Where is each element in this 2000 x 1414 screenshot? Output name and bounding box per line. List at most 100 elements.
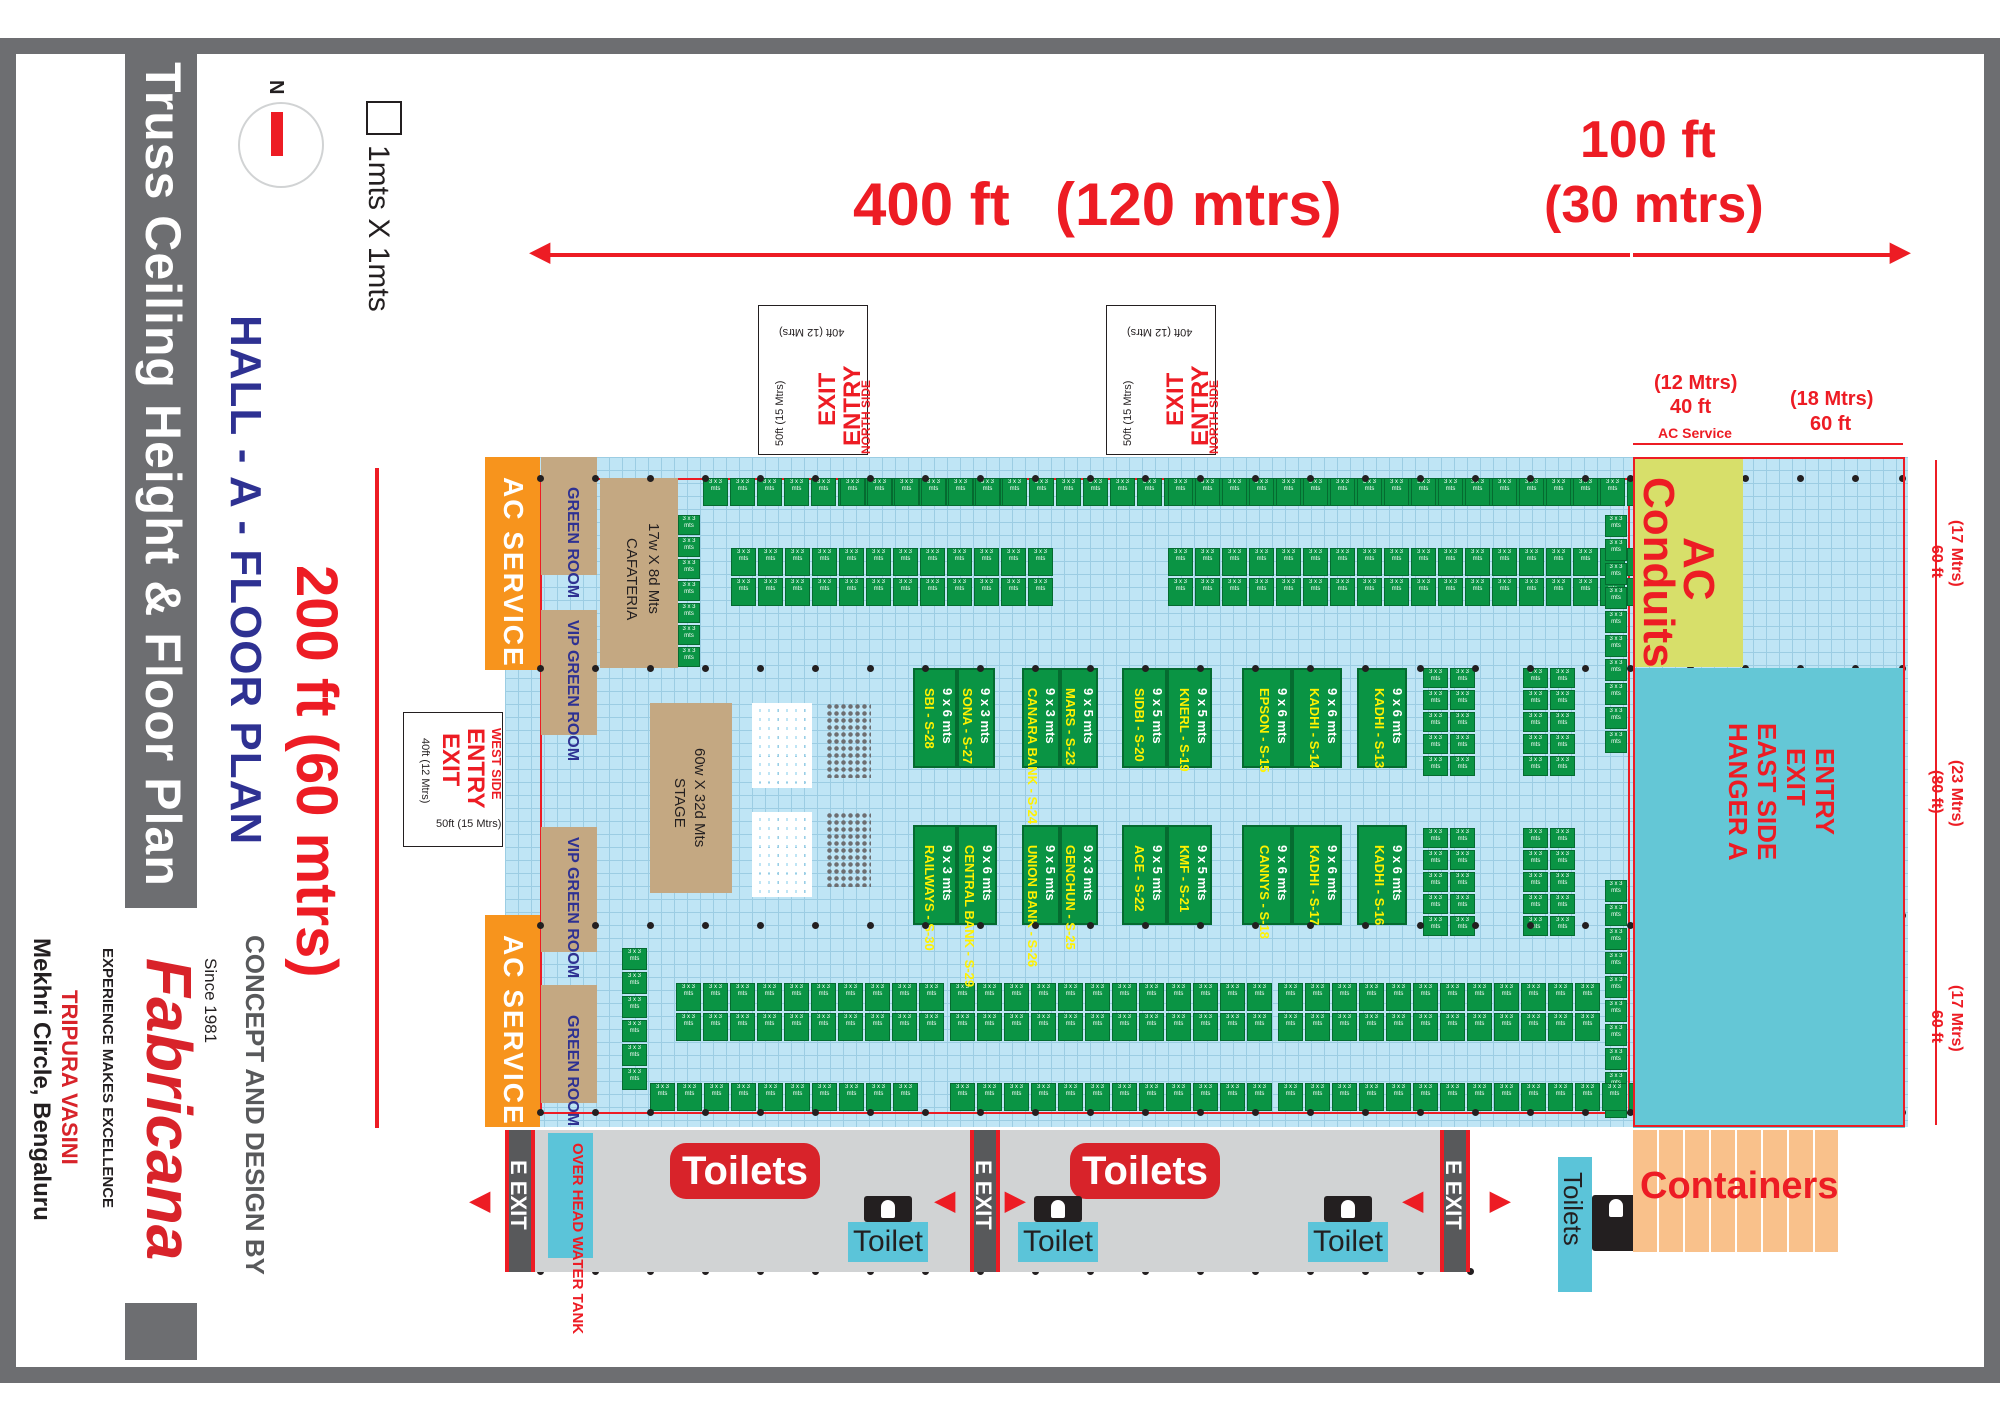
stall-3x3[interactable]: 3 x 3 mts [1002, 478, 1027, 506]
stall-3x3[interactable]: 3 x 3 mts [1001, 578, 1026, 606]
stall-3x3[interactable]: 3 x 3 mts [1550, 850, 1575, 870]
stall-3x3[interactable]: 3 x 3 mts [1085, 1083, 1110, 1111]
stall-3x3[interactable]: 3 x 3 mts [1357, 578, 1382, 606]
stall-3x3[interactable]: 3 x 3 mts [1386, 1083, 1411, 1111]
stall-3x3[interactable]: 3 x 3 mts [867, 478, 892, 506]
stall-3x3[interactable]: 3 x 3 mts [1467, 1013, 1492, 1041]
stall-3x3[interactable]: 3 x 3 mts [1550, 916, 1575, 936]
stall-3x3[interactable]: 3 x 3 mts [1523, 756, 1548, 776]
stall-3x3[interactable]: 3 x 3 mts [1423, 712, 1448, 732]
stall-3x3[interactable]: 3 x 3 mts [1168, 478, 1193, 506]
stall-3x3[interactable]: 3 x 3 mts [677, 1083, 702, 1111]
stall-3x3[interactable]: 3 x 3 mts [1168, 548, 1193, 576]
stall-3x3[interactable]: 3 x 3 mts [838, 983, 863, 1011]
stall-3x3[interactable]: 3 x 3 mts [812, 1083, 837, 1111]
stall-3x3[interactable]: 3 x 3 mts [1605, 904, 1627, 926]
stall-3x3[interactable]: 3 x 3 mts [1411, 548, 1436, 576]
stall-3x3[interactable]: 3 x 3 mts [1195, 478, 1220, 506]
stall-3x3[interactable]: 3 x 3 mts [1600, 478, 1625, 506]
stall-3x3[interactable]: 3 x 3 mts [893, 548, 918, 576]
stall-3x3[interactable]: 3 x 3 mts [1278, 1013, 1303, 1041]
stall-3x3[interactable]: 3 x 3 mts [1276, 548, 1301, 576]
stall-3x3[interactable]: 3 x 3 mts [1004, 1013, 1029, 1041]
stall-3x3[interactable]: 3 x 3 mts [1195, 548, 1220, 576]
stall-3x3[interactable]: 3 x 3 mts [1423, 872, 1448, 892]
stall-3x3[interactable]: 3 x 3 mts [1247, 1013, 1272, 1041]
stall-3x3[interactable]: 3 x 3 mts [1605, 683, 1627, 705]
exit-post-2[interactable]: E EXIT [970, 1130, 1000, 1272]
stall-3x3[interactable]: 3 x 3 mts [892, 1013, 917, 1041]
stall-3x3[interactable]: 3 x 3 mts [950, 1013, 975, 1041]
stall-3x3[interactable]: 3 x 3 mts [678, 647, 700, 667]
stall-3x3[interactable]: 3 x 3 mts [704, 1083, 729, 1111]
stall-3x3[interactable]: 3 x 3 mts [784, 478, 809, 506]
stall-3x3[interactable]: 3 x 3 mts [1384, 578, 1409, 606]
stall-3x3[interactable]: 3 x 3 mts [1492, 548, 1517, 576]
stall-3x3[interactable]: 3 x 3 mts [1548, 1083, 1573, 1111]
stall-3x3[interactable]: 3 x 3 mts [866, 548, 891, 576]
stall-3x3[interactable]: 3 x 3 mts [1058, 983, 1083, 1011]
stall-3x3[interactable]: 3 x 3 mts [1492, 478, 1517, 506]
stall-3x3[interactable]: 3 x 3 mts [1083, 478, 1108, 506]
stall-3x3[interactable]: 3 x 3 mts [622, 972, 647, 994]
stall-3x3[interactable]: 3 x 3 mts [1465, 578, 1490, 606]
stall-3x3[interactable]: 3 x 3 mts [1523, 894, 1548, 914]
stall-3x3[interactable]: 3 x 3 mts [1330, 548, 1355, 576]
stall-3x3[interactable]: 3 x 3 mts [1112, 1013, 1137, 1041]
stall-3x3[interactable]: 3 x 3 mts [1605, 659, 1627, 681]
stall-3x3[interactable]: 3 x 3 mts [812, 578, 837, 606]
stall-3x3[interactable]: 3 x 3 mts [1548, 1013, 1573, 1041]
stall-3x3[interactable]: 3 x 3 mts [1605, 880, 1627, 902]
stall-3x3[interactable]: 3 x 3 mts [1031, 983, 1056, 1011]
stall-3x3[interactable]: 3 x 3 mts [1112, 1083, 1137, 1111]
stall-3x3[interactable]: 3 x 3 mts [1605, 587, 1627, 609]
stall-3x3[interactable]: 3 x 3 mts [1550, 828, 1575, 848]
stall-3x3[interactable]: 3 x 3 mts [1438, 478, 1463, 506]
stall-3x3[interactable]: 3 x 3 mts [1305, 1013, 1330, 1041]
stall-3x3[interactable]: 3 x 3 mts [974, 548, 999, 576]
stall-3x3[interactable]: 3 x 3 mts [977, 983, 1002, 1011]
stall-3x3[interactable]: 3 x 3 mts [1450, 734, 1475, 754]
stall-3x3[interactable]: 3 x 3 mts [784, 1013, 809, 1041]
stall-3x3[interactable]: 3 x 3 mts [758, 548, 783, 576]
stall-3x3[interactable]: 3 x 3 mts [730, 478, 755, 506]
stall-3x3[interactable]: 3 x 3 mts [1605, 563, 1627, 585]
stall-3x3[interactable]: 3 x 3 mts [1450, 894, 1475, 914]
stall-3x3[interactable]: 3 x 3 mts [1278, 1083, 1303, 1111]
north-exit-2[interactable]: ENTRY EXIT NORTH SIDE 50ft (15 Mtrs) 40f… [1106, 305, 1221, 455]
stall-3x3[interactable]: 3 x 3 mts [1575, 1083, 1600, 1111]
stall-3x3[interactable]: 3 x 3 mts [866, 578, 891, 606]
stall-3x3[interactable]: 3 x 3 mts [1450, 828, 1475, 848]
stall-3x3[interactable]: 3 x 3 mts [1423, 668, 1448, 688]
stall-3x3[interactable]: 3 x 3 mts [731, 548, 756, 576]
stall-3x3[interactable]: 3 x 3 mts [1305, 983, 1330, 1011]
stall-3x3[interactable]: 3 x 3 mts [1523, 872, 1548, 892]
stall-3x3[interactable]: 3 x 3 mts [1523, 828, 1548, 848]
stall-3x3[interactable]: 3 x 3 mts [703, 983, 728, 1011]
stall-3x3[interactable]: 3 x 3 mts [1247, 983, 1272, 1011]
stall-3x3[interactable]: 3 x 3 mts [703, 478, 728, 506]
stall-3x3[interactable]: 3 x 3 mts [622, 1044, 647, 1066]
stall-3x3[interactable]: 3 x 3 mts [920, 548, 945, 576]
stall-3x3[interactable]: 3 x 3 mts [1605, 635, 1627, 657]
stall-3x3[interactable]: 3 x 3 mts [1249, 548, 1274, 576]
stall-3x3[interactable]: 3 x 3 mts [1440, 1013, 1465, 1041]
stall-3x3[interactable]: 3 x 3 mts [1220, 1083, 1245, 1111]
stall-3x3[interactable]: 3 x 3 mts [1550, 894, 1575, 914]
stall-3x3[interactable]: 3 x 3 mts [703, 1013, 728, 1041]
north-exit-1[interactable]: ENTRY EXIT NORTH SIDE 50ft (15 Mtrs) 40f… [758, 305, 873, 455]
stall-3x3[interactable]: 3 x 3 mts [1413, 983, 1438, 1011]
stall-3x3[interactable]: 3 x 3 mts [1384, 548, 1409, 576]
stall-3x3[interactable]: 3 x 3 mts [785, 578, 810, 606]
stall-3x3[interactable]: 3 x 3 mts [947, 578, 972, 606]
stall-3x3[interactable]: 3 x 3 mts [1605, 539, 1627, 561]
stall-3x3[interactable]: 3 x 3 mts [757, 478, 782, 506]
stall-3x3[interactable]: 3 x 3 mts [1575, 1013, 1600, 1041]
stall-3x3[interactable]: 3 x 3 mts [678, 559, 700, 579]
